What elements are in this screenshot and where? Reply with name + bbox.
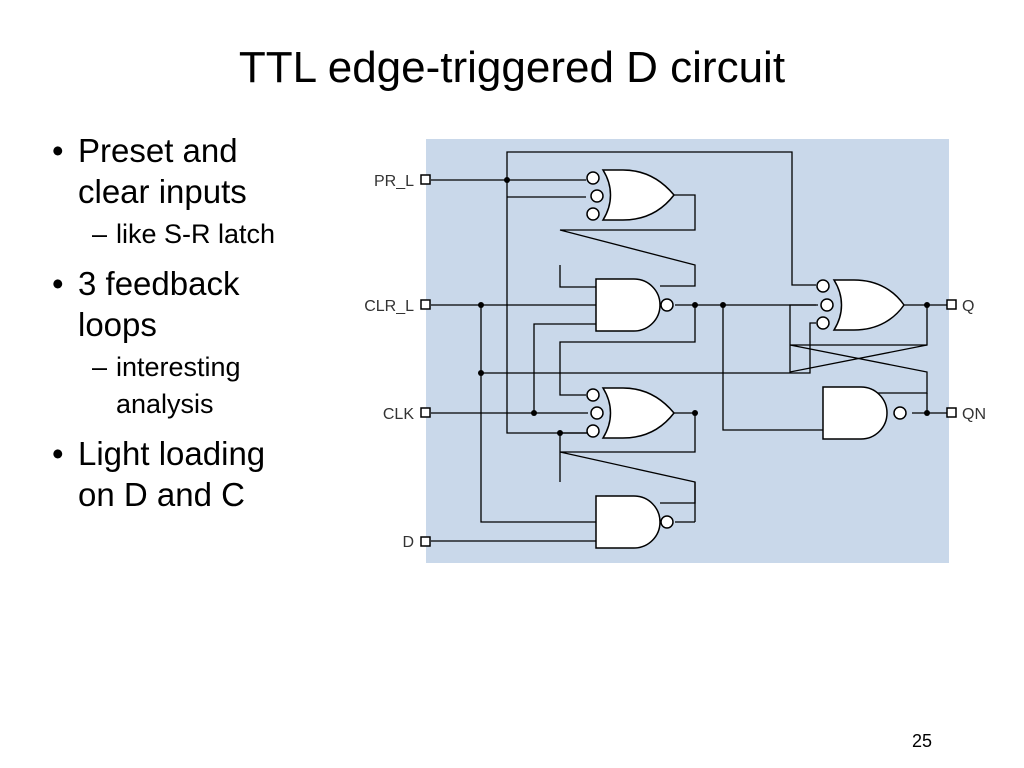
nand-gate-g4 [595,495,674,549]
bullet-item: • 3 feedback loops [52,263,332,345]
sub-bullet-dash: – [92,219,108,249]
bullet-dot: • [52,265,64,302]
bullet-text-cont: clear inputs [78,173,247,210]
wire-g1-fb [559,194,696,287]
pin-q-icon [946,299,957,310]
wire-pr-to-g5 [506,151,816,286]
wire-g2-to-g3 [559,305,696,396]
bullet-item: • Light loading on D and C [52,433,332,515]
sub-bullet-item: – interesting analysis [52,349,332,423]
wire-clr-to-g5 [481,322,816,374]
sub-bullet-text-cont: analysis [116,389,214,419]
sub-bullet-text: interesting [116,352,241,382]
nand-gate-g6 [822,386,907,440]
wire-clk-to-g2 [533,323,596,413]
nand-gate-g5 [816,279,905,331]
bullet-list: • Preset and clear inputs – like S-R lat… [52,130,332,519]
wire-clr-to-g4 [480,305,596,523]
diagram-background [426,139,949,563]
wire-g2-to-g6 [722,305,823,431]
pin-label-qn: QN [962,406,986,423]
pin-clr-l-icon [420,299,431,310]
nand-gate-g3 [586,387,675,439]
bullet-text-cont: on D and C [78,476,245,513]
bullet-text: 3 feedback [78,265,240,302]
wire-g1-to-g2 [559,265,596,288]
bullet-text-cont: loops [78,306,157,343]
slide-title: TTL edge-triggered D circuit [238,43,786,92]
pin-pr-l-icon [420,174,431,185]
page-number: 25 [912,731,933,751]
bullet-text: Preset and [78,132,238,169]
pin-label-q: Q [962,298,974,315]
pin-d-icon [420,536,431,547]
pin-label-pr-l: PR_L [374,173,414,190]
sub-bullet-dash: – [92,352,108,382]
junction-dots [478,177,930,436]
pin-qn-icon [946,407,957,418]
pin-clk-icon [420,407,431,418]
pin-label-clk: CLK [383,406,414,423]
bullet-dot: • [52,132,64,169]
wire-qn-to-g5 [789,304,928,373]
sub-bullet-item: – like S-R latch [52,216,332,253]
bullet-text: Light loading [78,435,266,472]
pin-label-clr-l: CLR_L [364,298,414,315]
sub-bullet-text: like S-R latch [116,219,276,249]
pin-label-d: D [402,534,414,551]
wires [431,151,952,542]
bullet-dot: • [52,435,64,472]
nand-gate-g1 [586,169,675,221]
nand-gate-g2 [595,278,674,332]
bullet-item: • Preset and clear inputs [52,130,332,212]
